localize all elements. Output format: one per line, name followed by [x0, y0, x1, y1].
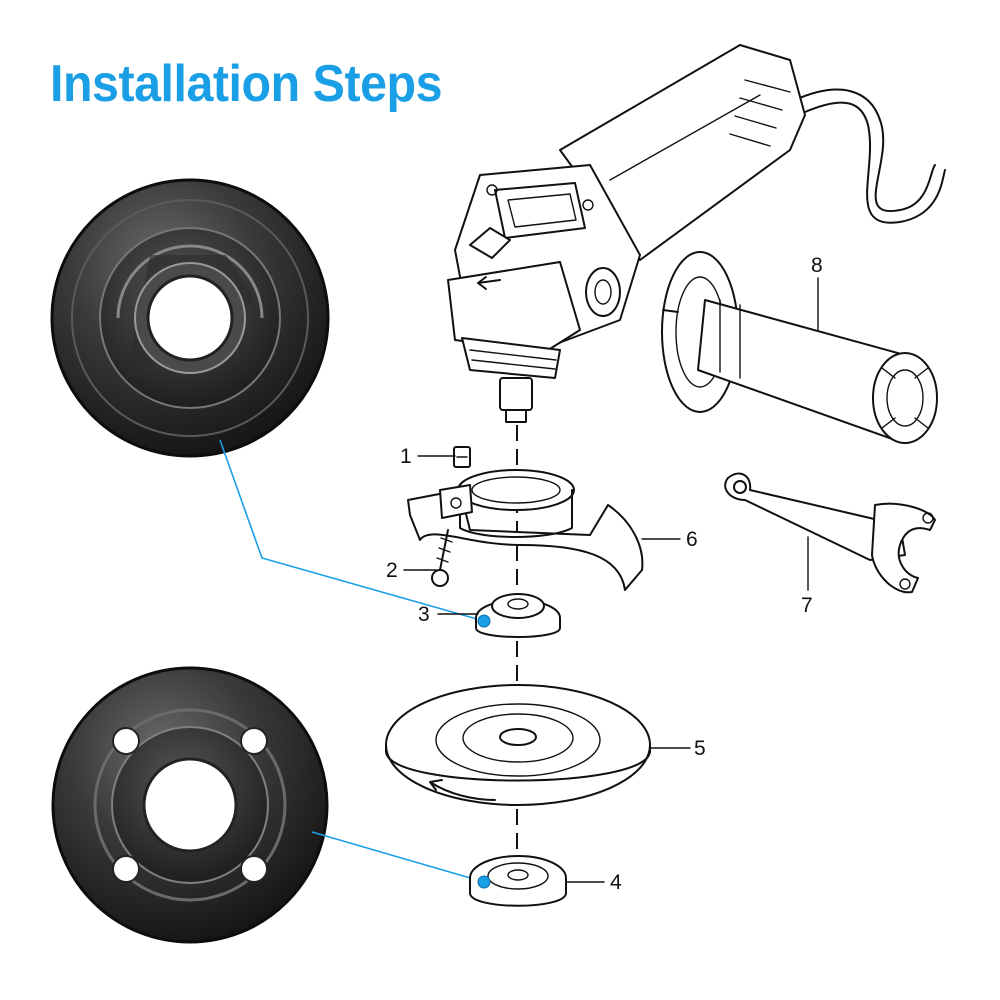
callout-8: 8: [811, 254, 823, 277]
wheel-guard-drawing: [407, 469, 644, 591]
pin-spanner-drawing: [724, 472, 936, 594]
callout-4: 4: [610, 871, 622, 894]
callout-2: 2: [386, 559, 398, 582]
outer-lock-nut-photo: [51, 666, 329, 944]
grinding-disc-drawing: [385, 684, 651, 806]
side-handle-drawing: [661, 251, 938, 444]
leader-line-inner-flange: [219, 439, 485, 622]
page-title: Installation Steps: [50, 55, 443, 113]
guard-clamp-nut-drawing: [453, 446, 471, 468]
callout-6: 6: [686, 528, 698, 551]
inner-flange-photo: [50, 178, 330, 458]
power-cord: [794, 88, 936, 213]
leader-line-outer-nut: [311, 831, 485, 883]
inner-flange-drawing: [475, 593, 561, 638]
outer-lock-nut-drawing: [469, 855, 567, 907]
callout-7: 7: [801, 594, 813, 617]
guard-screw-drawing: [431, 529, 453, 587]
callout-3: 3: [418, 603, 430, 626]
callout-1: 1: [400, 445, 412, 468]
callout-5: 5: [694, 737, 706, 760]
angle-grinder: [447, 44, 806, 423]
